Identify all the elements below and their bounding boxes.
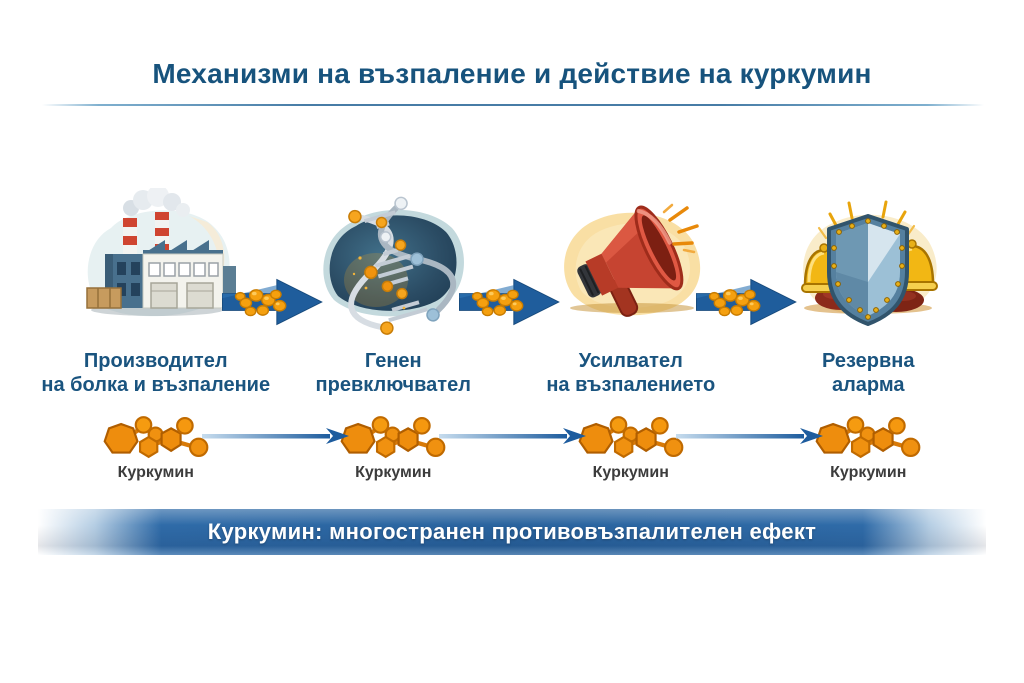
shield-alarm-icon <box>783 188 953 343</box>
stage-amplifier: Усилвател на възпалението <box>512 188 750 398</box>
stage-label-line2: на болка и възпаление <box>41 374 271 397</box>
molecule-label: Куркумин <box>592 464 669 481</box>
molecule-arrow-icon <box>437 427 587 445</box>
stage-label-line1: Усилвател <box>578 350 683 372</box>
molecule-item: Куркумин <box>512 412 750 482</box>
molecule-arrow-icon <box>200 427 350 445</box>
molecule-item: Куркумин <box>275 412 513 482</box>
curcumin-molecule-icon <box>333 412 453 462</box>
stage-gene-switch: Генен превключвател <box>275 188 513 398</box>
curcumin-molecule-icon <box>96 412 216 462</box>
stage-producer: Производител на болка и възпаление <box>37 188 275 398</box>
molecule-item: Куркумин <box>750 412 988 482</box>
curcumin-molecule-icon <box>808 412 928 462</box>
molecule-label: Куркумин <box>830 464 907 481</box>
stage-label-gene-switch: Генен превключвател <box>316 349 471 398</box>
title-divider <box>42 104 984 106</box>
stage-label-line2: аларма <box>831 374 905 397</box>
stage-label-amplifier: Усилвател на възпалението <box>546 349 715 398</box>
stage-label-line1: Производител <box>83 350 228 372</box>
flow-arrow-icon <box>696 272 800 332</box>
summary-banner-text: Куркумин: многостранен противовъзпалител… <box>207 519 817 544</box>
molecule-label: Куркумин <box>355 464 432 481</box>
flow-arrow-icon <box>459 272 563 332</box>
dna-gene-switch-icon <box>308 188 478 343</box>
megaphone-icon <box>546 188 716 343</box>
stage-label-line2: на възпалението <box>546 374 716 397</box>
curcumin-molecule-icon <box>571 412 691 462</box>
stage-label-line1: Генен <box>364 350 422 372</box>
molecule-label: Куркумин <box>117 464 194 481</box>
stage-backup-alarm: Резервна аларма <box>750 188 988 398</box>
molecule-item: Куркумин <box>37 412 275 482</box>
stage-label-producer: Производител на болка и възпаление <box>41 349 270 398</box>
stage-label-line1: Резервна <box>822 350 915 372</box>
summary-banner: Куркумин: многостранен противовъзпалител… <box>38 509 986 555</box>
flow-arrow-icon <box>222 272 326 332</box>
stages-row: Производител на болка и възпаление <box>37 188 987 398</box>
stage-label-line2: превключвател <box>315 374 471 397</box>
molecule-arrow-icon <box>674 427 824 445</box>
page-title: Механизми на възпаление и действие на ку… <box>152 58 872 89</box>
molecules-row: Куркумин Курку <box>37 412 987 482</box>
stage-label-backup-alarm: Резервна аларма <box>822 349 914 398</box>
factory-icon <box>71 188 241 343</box>
